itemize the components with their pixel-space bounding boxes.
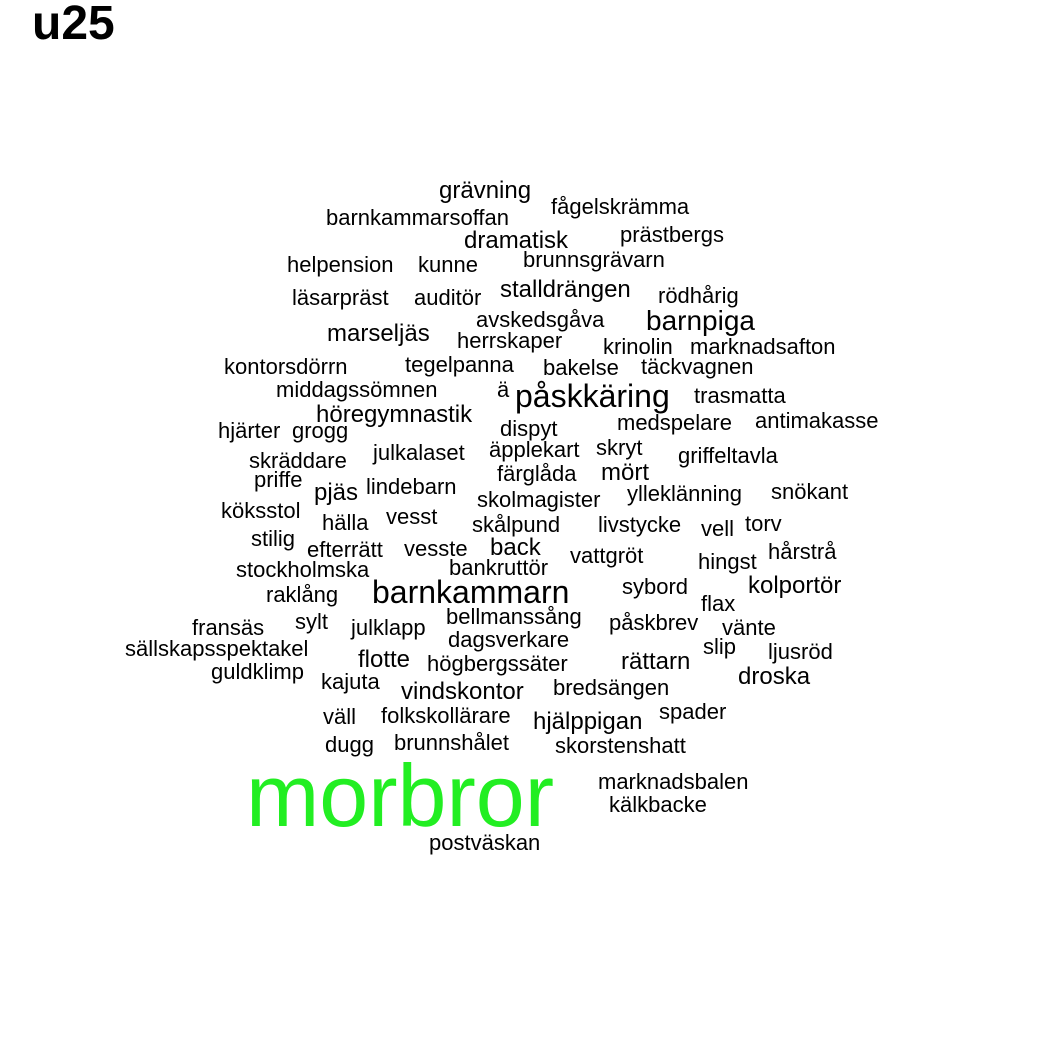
word-marknadsafton: marknadsafton — [690, 334, 836, 359]
word-middagssömnen: middagssömnen — [276, 377, 438, 402]
word-dramatisk: dramatisk — [464, 227, 569, 254]
word-påskbrev: påskbrev — [609, 610, 699, 635]
word-ljusröd: ljusröd — [768, 639, 833, 664]
word-vattgröt: vattgröt — [570, 543, 644, 568]
word-raklång: raklång — [266, 582, 339, 607]
word-pjäs: pjäs — [314, 479, 359, 506]
word-vell: vell — [701, 516, 735, 541]
word-vesste: vesste — [404, 536, 468, 561]
word-griffeltavla: griffeltavla — [678, 443, 778, 468]
word-brunnsgrävarn: brunnsgrävarn — [523, 247, 665, 272]
word-julklapp: julklapp — [351, 615, 426, 640]
word-ylleklänning: ylleklänning — [627, 481, 742, 506]
word-marseljäs: marseljäs — [327, 320, 430, 347]
word-flax: flax — [701, 591, 736, 616]
word-hjälppigan: hjälppigan — [533, 708, 643, 735]
word-vindskontor: vindskontor — [401, 678, 524, 705]
word-skräddare: skräddare — [249, 448, 347, 473]
word-mört: mört — [601, 459, 649, 486]
word-skryt: skryt — [596, 435, 643, 460]
word-back: back — [490, 534, 541, 561]
word-fransäs: fransäs — [192, 615, 265, 640]
word-höregymnastik: höregymnastik — [316, 401, 473, 428]
word-vänte: vänte — [722, 615, 776, 640]
word-äpplekart: äpplekart — [489, 437, 580, 462]
word-kajuta: kajuta — [321, 669, 380, 694]
word-torv: torv — [745, 511, 782, 536]
word-krinolin: krinolin — [603, 334, 673, 359]
word-barnpiga: barnpiga — [646, 305, 755, 336]
word-sylt: sylt — [295, 609, 328, 634]
word-dugg: dugg — [325, 732, 374, 757]
word-kälkbacke: kälkbacke — [609, 792, 707, 817]
word-dagsverkare: dagsverkare — [448, 627, 570, 652]
word-bakelse: bakelse — [543, 355, 619, 380]
word-skålpund: skålpund — [472, 512, 561, 537]
word-kolportör: kolportör — [748, 572, 842, 599]
word-vesst: vesst — [386, 504, 438, 529]
word-bellmanssång: bellmanssång — [446, 604, 582, 629]
word-tegelpanna: tegelpanna — [405, 352, 514, 377]
word-snökant: snökant — [771, 479, 849, 504]
word-rättarn: rättarn — [621, 648, 691, 675]
word-stockholmska: stockholmska — [236, 557, 370, 582]
word-stilig: stilig — [251, 526, 296, 551]
word-droska: droska — [738, 663, 811, 690]
word-sybord: sybord — [622, 574, 689, 599]
word-stalldrängen: stalldrängen — [500, 276, 631, 303]
word-läsarpräst: läsarpräst — [292, 285, 389, 310]
word-lindebarn: lindebarn — [366, 474, 457, 499]
word-spader: spader — [659, 699, 727, 724]
word-postväskan: postväskan — [429, 830, 541, 855]
word-medspelare: medspelare — [617, 410, 732, 435]
word-flotte: flotte — [358, 646, 411, 673]
word-grogg: grogg — [292, 418, 349, 443]
word-trasmatta: trasmatta — [694, 383, 786, 408]
word-priffe: priffe — [254, 467, 303, 492]
word-morbror: morbror — [246, 746, 555, 845]
word-brunnshålet: brunnshålet — [394, 730, 509, 755]
word-högbergssäter: högbergssäter — [427, 651, 568, 676]
word-kunne: kunne — [418, 252, 478, 277]
page-title: u25 — [32, 0, 115, 50]
word-hälla: hälla — [322, 510, 369, 535]
word-efterrätt: efterrätt — [307, 537, 383, 562]
word-marknadsbalen: marknadsbalen — [598, 769, 749, 794]
word-barnkammarn: barnkammarn — [372, 574, 570, 610]
word-kontorsdörrn: kontorsdörrn — [224, 354, 348, 379]
word-folkskollärare: folkskollärare — [381, 703, 511, 728]
word-påskkäring: påskkäring — [515, 378, 670, 414]
word-dispyt: dispyt — [500, 416, 558, 441]
word-skolmagister: skolmagister — [477, 487, 601, 512]
word-helpension: helpension — [287, 252, 394, 277]
word-hingst: hingst — [698, 549, 757, 574]
word-hårstrå: hårstrå — [768, 539, 837, 564]
word-guldklimp: guldklimp — [211, 659, 304, 684]
word-rödhårig: rödhårig — [658, 283, 739, 308]
word-auditör: auditör — [414, 285, 482, 310]
word-prästbergs: prästbergs — [620, 222, 724, 247]
word-julkalaset: julkalaset — [373, 440, 465, 465]
word-bankruttör: bankruttör — [449, 555, 549, 580]
word-väll: väll — [323, 704, 357, 729]
word-skorstenshatt: skorstenshatt — [555, 733, 686, 758]
word-fågelskrämma: fågelskrämma — [551, 194, 690, 219]
word-köksstol: köksstol — [221, 498, 301, 523]
word-antimakasse: antimakasse — [755, 408, 879, 433]
word-slip: slip — [703, 634, 737, 659]
word-bredsängen: bredsängen — [553, 675, 670, 700]
word-livstycke: livstycke — [598, 512, 682, 537]
word-herrskaper: herrskaper — [457, 328, 563, 353]
word-grävning: grävning — [439, 177, 532, 204]
word-färglåda: färglåda — [497, 461, 577, 486]
word-barnkammarsoffan: barnkammarsoffan — [326, 205, 510, 230]
word-täckvagnen: täckvagnen — [641, 354, 754, 379]
word-avskedsgåva: avskedsgåva — [476, 307, 605, 332]
word-ä: ä — [497, 377, 510, 402]
word-hjärter: hjärter — [218, 418, 281, 443]
word-sällskapsspektakel: sällskapsspektakel — [125, 636, 309, 661]
